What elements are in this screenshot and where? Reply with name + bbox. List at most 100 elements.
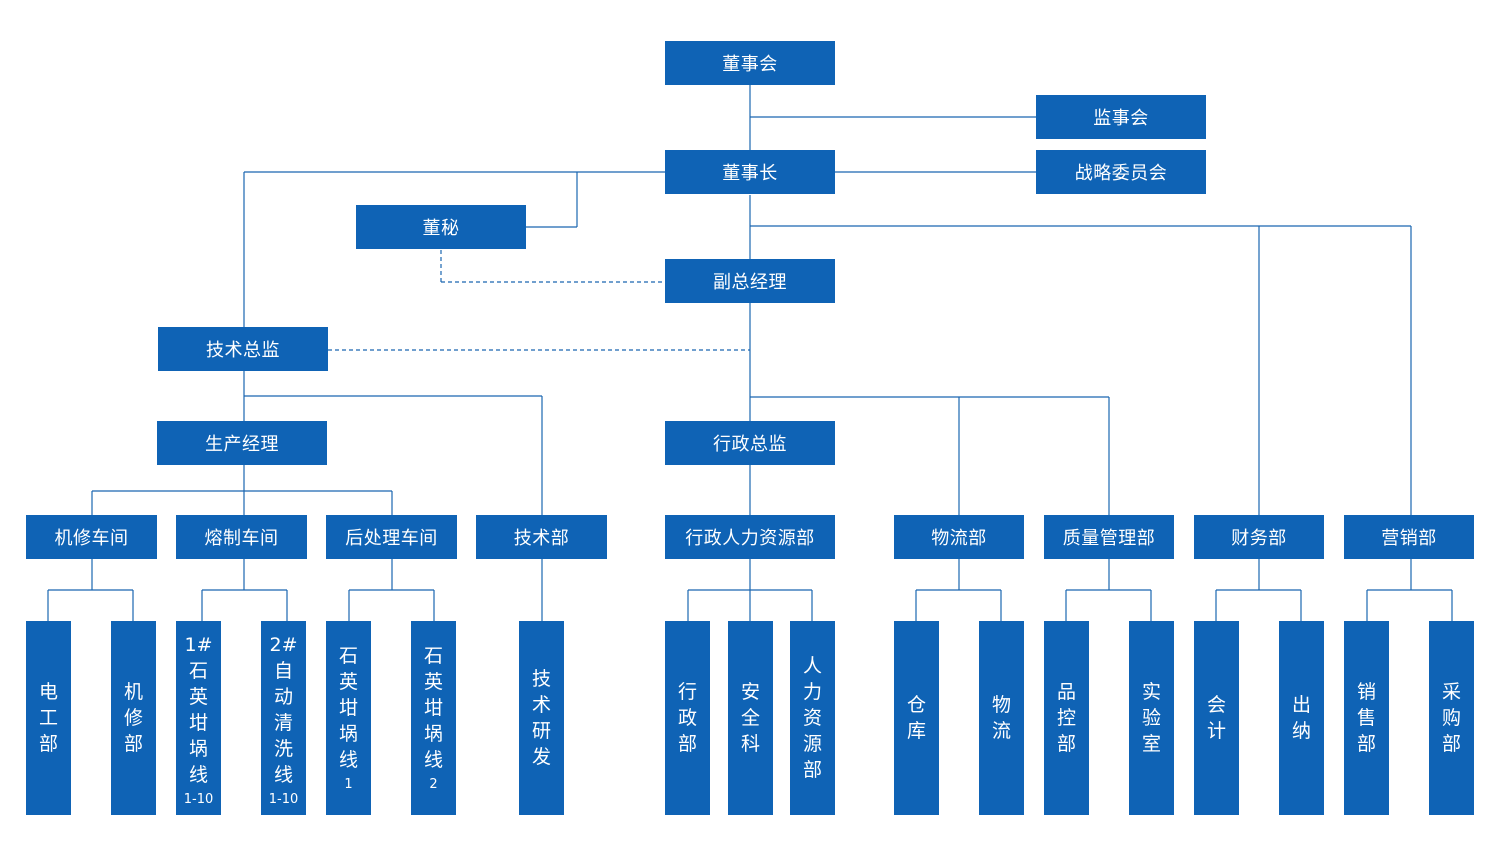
admin-director-box: 行政总监	[665, 421, 835, 465]
unit-sales: 销售部	[1344, 621, 1389, 815]
unit-char: 石	[423, 645, 443, 667]
unit-char: 纳	[1291, 720, 1311, 742]
unit-char: 部	[802, 759, 822, 781]
unit-warehouse: 仓库	[894, 621, 939, 815]
unit-char: 动	[273, 686, 293, 708]
unit-mech-repair: 机修部	[111, 621, 156, 815]
unit-char: 品	[1056, 681, 1076, 703]
tech-director-label: 技术总监	[206, 340, 280, 361]
dept-label: 质量管理部	[1062, 528, 1156, 549]
unit-char: 线	[338, 749, 358, 771]
unit-hr: 人力资源部	[790, 621, 835, 815]
unit-char: 坩	[423, 697, 443, 719]
unit-char: 工	[38, 707, 58, 729]
unit-char: 验	[1141, 707, 1161, 729]
unit-char: 修	[123, 707, 143, 729]
unit-char: 资	[802, 707, 822, 729]
unit-char: 源	[802, 733, 822, 755]
unit-char: 2#	[269, 634, 298, 656]
unit-char: 线	[188, 764, 208, 786]
unit-char: 室	[1141, 733, 1161, 755]
unit-char: 部	[1356, 733, 1376, 755]
dept-marketing: 营销部	[1344, 515, 1474, 559]
production-manager-box: 生产经理	[157, 421, 327, 465]
vice-gm-label: 副总经理	[713, 272, 787, 293]
unit-char: 发	[531, 746, 551, 768]
dept-label: 后处理车间	[345, 528, 438, 549]
unit-char: 人	[802, 655, 822, 677]
unit-sub: 1-10	[268, 792, 299, 807]
unit-char: 埚	[338, 723, 358, 745]
unit-sub: 1-10	[183, 792, 214, 807]
production-manager-label: 生产经理	[205, 434, 279, 455]
unit-sub: 2	[429, 777, 438, 792]
unit-char: 部	[38, 733, 58, 755]
unit-char: 石	[338, 645, 358, 667]
unit-cashier: 出纳	[1279, 621, 1324, 815]
unit-char: 1#	[184, 634, 213, 656]
unit-char: 线	[423, 749, 443, 771]
unit-char: 坩	[338, 697, 358, 719]
unit-char: 仓	[906, 694, 926, 716]
dept-admin-hr: 行政人力资源部	[665, 515, 835, 559]
unit-sub: 1	[344, 777, 353, 792]
board-box: 董事会	[665, 41, 835, 85]
unit-char: 研	[531, 720, 551, 742]
unit-accounting: 会计	[1194, 621, 1239, 815]
board-label: 董事会	[722, 54, 778, 75]
dept-label: 物流部	[931, 528, 987, 549]
dept-postprocess-workshop: 后处理车间	[326, 515, 457, 559]
dept-quality: 质量管理部	[1044, 515, 1174, 559]
tech-director-box: 技术总监	[158, 327, 328, 371]
unit-electrical: 电工部	[26, 621, 71, 815]
unit-char: 英	[338, 671, 358, 693]
unit-char: 政	[677, 707, 697, 729]
unit-char: 埚	[423, 723, 443, 745]
unit-char: 行	[677, 681, 697, 703]
unit-char: 实	[1141, 681, 1161, 703]
unit-char: 售	[1356, 707, 1376, 729]
chairman-box: 董事长	[665, 150, 835, 194]
dept-label: 技术部	[513, 528, 570, 549]
unit-rnd: 技术研发	[519, 621, 564, 815]
unit-char: 自	[273, 660, 293, 682]
unit-char: 流	[991, 720, 1011, 742]
unit-purchasing: 采购部	[1429, 621, 1474, 815]
unit-char: 采	[1441, 681, 1461, 703]
unit-char: 全	[740, 707, 760, 729]
dept-finance: 财务部	[1194, 515, 1324, 559]
unit-lab: 实验室	[1129, 621, 1174, 815]
unit-char: 销	[1356, 681, 1376, 703]
unit-admin: 行政部	[665, 621, 710, 815]
unit-qc: 品控部	[1044, 621, 1089, 815]
unit-char: 出	[1291, 694, 1311, 716]
strategy-committee-box: 战略委员会	[1036, 150, 1206, 194]
unit-char: 物	[991, 694, 1011, 716]
unit-char: 线	[273, 764, 293, 786]
unit-char: 技	[531, 668, 551, 690]
dept-label: 营销部	[1381, 528, 1437, 549]
admin-director-label: 行政总监	[713, 434, 787, 455]
dept-label: 财务部	[1231, 528, 1287, 549]
unit-char: 部	[677, 733, 697, 755]
unit-char: 控	[1056, 707, 1076, 729]
unit-char: 埚	[188, 738, 208, 760]
supervisors-box: 监事会	[1036, 95, 1206, 139]
unit-char: 计	[1206, 720, 1226, 742]
secretary-box: 董秘	[356, 205, 526, 249]
unit-char: 库	[906, 720, 926, 742]
unit-quartz1: 石英坩埚线 1	[326, 621, 371, 815]
supervisors-label: 监事会	[1093, 108, 1149, 129]
dept-tech: 技术部	[476, 515, 607, 559]
dept-melting-workshop: 熔制车间	[176, 515, 307, 559]
dept-label: 熔制车间	[204, 528, 279, 549]
dept-label: 机修车间	[54, 528, 129, 549]
unit-char: 坩	[188, 712, 208, 734]
unit-char: 力	[802, 681, 822, 703]
secretary-label: 董秘	[422, 218, 460, 239]
unit-safety: 安全科	[728, 621, 773, 815]
